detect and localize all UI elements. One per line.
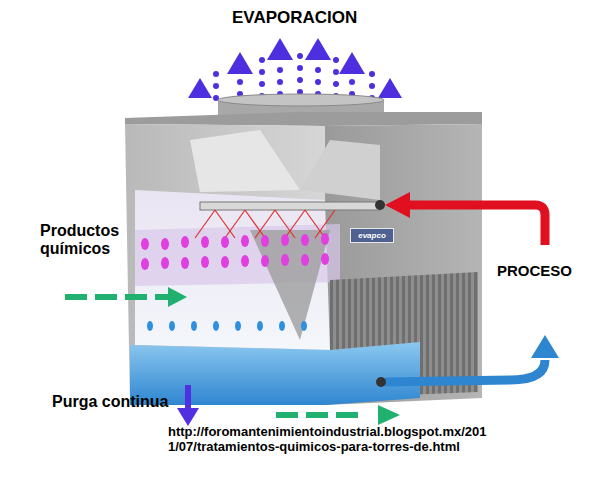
source-url: http://foromantenimientoindustrial.blogs…	[168, 425, 596, 455]
spray-system	[141, 202, 380, 331]
process-label: PROCESO	[497, 262, 587, 279]
chemicals-label: Productos químicos	[40, 222, 160, 259]
cold-water-pipe	[376, 335, 559, 387]
chemical-feed-arrow	[65, 287, 187, 307]
plume-title: EVAPORACION	[232, 8, 392, 28]
hot-water-pipe	[375, 192, 545, 245]
tower-body	[125, 94, 482, 405]
purge-arrow	[177, 385, 199, 426]
brand-text: evapco	[358, 231, 386, 240]
brand-badge: evapco	[350, 228, 394, 243]
purge-label: Purga continua	[52, 393, 172, 411]
evaporation-plume	[188, 38, 402, 101]
purge-flow-arrow	[276, 405, 400, 425]
